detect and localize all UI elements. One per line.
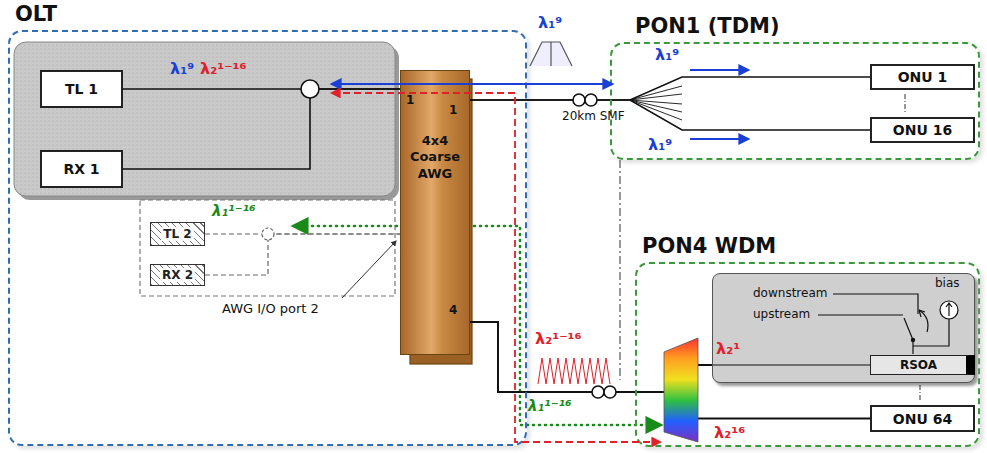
coupler-symbol <box>301 80 319 98</box>
region-title: PON1 (TDM) <box>632 14 783 38</box>
laser-box: TL 1 <box>40 70 123 108</box>
fiber-link <box>123 89 400 169</box>
blue-downstream-arrow <box>690 69 748 71</box>
blue-signal-arrow <box>332 83 612 85</box>
switch-pivot <box>911 338 915 342</box>
pon-region: PON4 WDMdownstreamupstreambiasRSOAONU 64 <box>635 262 980 447</box>
leader-arrow <box>342 241 396 298</box>
onu-box: ONU 1 <box>870 64 975 90</box>
signal-label: λ₁⁹ <box>655 46 679 64</box>
coupler-symbol <box>262 228 274 240</box>
blue-downstream-arrow <box>690 138 748 140</box>
receiver-box: RX 1 <box>40 150 123 188</box>
onu-box: downstream upstream biasRSOA <box>712 273 975 383</box>
signal-label: λ₁⁹ <box>648 136 672 154</box>
onu-box: ONU 16 <box>870 117 975 143</box>
switch-motion-arrow <box>919 310 925 317</box>
green-signal-path <box>294 226 660 425</box>
box-label: RSOA <box>900 358 937 372</box>
switch-label: downstream <box>753 286 827 300</box>
switch-label: bias <box>935 276 960 290</box>
signal-label: 20km SMF <box>562 110 625 124</box>
switch-wire <box>818 314 903 315</box>
signal-label: λ₁⁹ <box>538 14 562 32</box>
fiber-spool <box>592 386 616 398</box>
ellipsis-line <box>920 385 921 402</box>
fiber-wire <box>713 364 870 365</box>
fiber-link <box>470 322 712 392</box>
bandpass-filter-icon <box>530 42 572 66</box>
bias-wire <box>913 319 949 346</box>
signal-label: λ₁¹⁻¹⁶ <box>528 398 572 415</box>
ellipsis-line <box>905 94 906 112</box>
box-label: ONU 1 <box>898 69 948 85</box>
current-source-arrow <box>946 303 952 316</box>
box-label: ONU 16 <box>893 122 952 138</box>
region-title: PON4 WDM <box>639 234 779 258</box>
olt-region: OLTTL 1RX 1TL 2RX 24x4 Coarse AWG <box>8 30 527 446</box>
laser-box: TL 2 <box>150 222 205 246</box>
switch-motion-arrow <box>919 310 928 332</box>
pon-region: PON1 (TDM)ONU 1ONU 16 <box>610 42 980 160</box>
signal-label: λ₂¹⁶ <box>714 424 745 442</box>
rsoa-box: RSOA <box>870 355 975 375</box>
signal-label: AWG I/O port 2 <box>222 302 319 317</box>
fiber-link <box>470 77 870 100</box>
switch-wire <box>833 294 918 314</box>
switch-arm <box>904 318 913 340</box>
fiber-link <box>470 100 870 130</box>
box-label: 4x4 Coarse AWG <box>401 133 469 182</box>
receiver-box: RX 2 <box>150 264 205 286</box>
wdm-demultiplexer <box>664 338 698 442</box>
switch-label: upstream <box>753 307 810 321</box>
signal-label: λ₂¹⁻¹⁶ <box>200 60 247 78</box>
fiber-link <box>205 234 400 275</box>
olt-equipment-panel <box>14 42 395 196</box>
awg-box: 4x4 Coarse AWG <box>400 70 470 355</box>
signal-label: λ₂¹⁻¹⁶ <box>535 330 582 348</box>
signal-label: λ₁¹⁻¹⁶ <box>212 203 256 220</box>
box-label: TL 1 <box>65 81 98 97</box>
comb-filter-icon <box>538 358 610 384</box>
onu-box: ONU 64 <box>870 405 975 432</box>
ellipsis-line <box>620 160 621 380</box>
box-label: TL 2 <box>161 227 193 241</box>
splitter-fan <box>630 86 682 120</box>
signal-label: λ₁⁹ <box>170 60 194 78</box>
fiber-spool <box>573 94 597 106</box>
box-label: RX 1 <box>63 161 99 177</box>
box-label: RX 2 <box>160 268 195 282</box>
region-title: OLT <box>12 2 60 26</box>
current-source-symbol <box>940 301 958 319</box>
box-label: ONU 64 <box>893 411 952 427</box>
